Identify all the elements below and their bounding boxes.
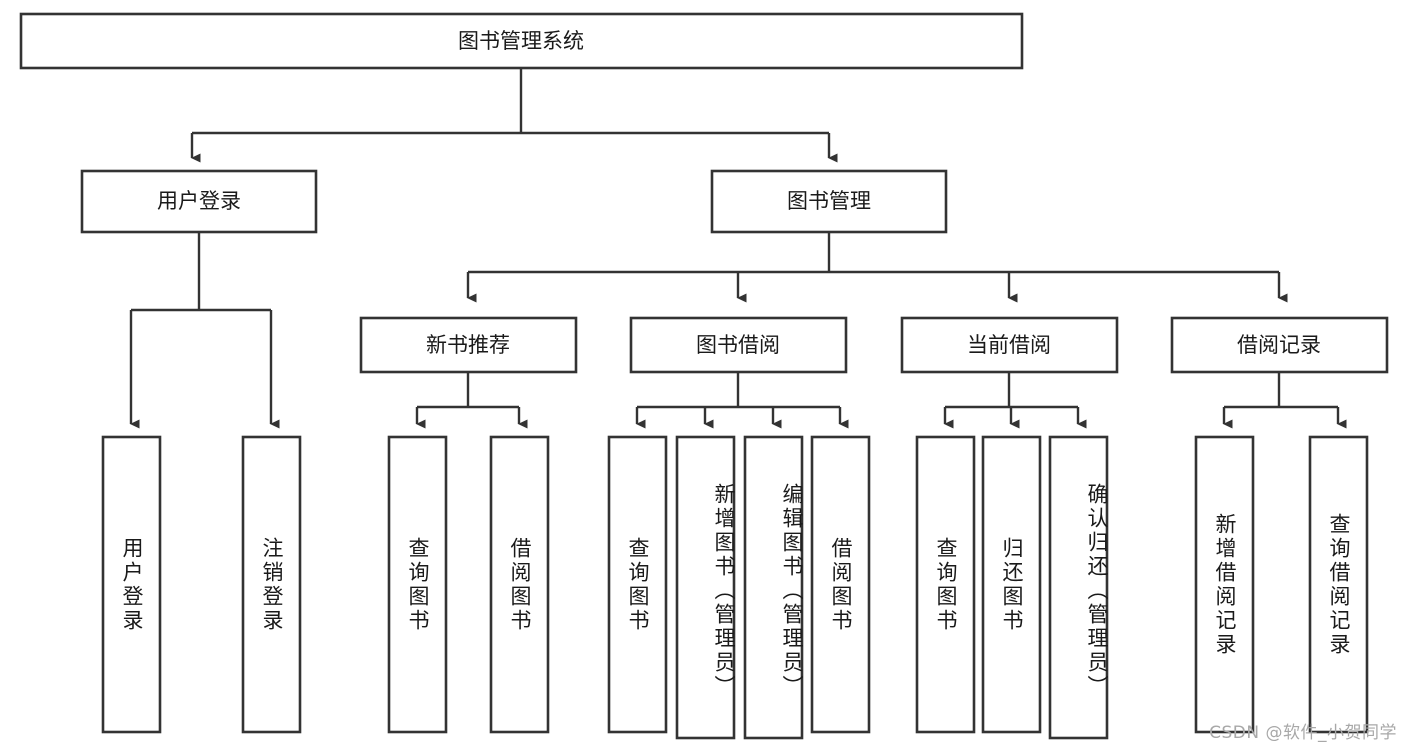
node-book-management-box[interactable]: [710, 169, 948, 234]
node-book-borrow-label: 图书借阅: [696, 333, 780, 357]
node-user-login-label: 用户登录: [157, 189, 241, 213]
node-borrow-record-label: 借阅记录: [1237, 333, 1321, 357]
node-root-label: 图书管理系统: [458, 29, 584, 53]
node-current-borrow-box[interactable]: [900, 316, 1119, 374]
leaf-box-new-book-0[interactable]: [387, 435, 448, 734]
node-user-login[interactable]: 用户登录: [80, 169, 318, 234]
leaf-box-new-book-1[interactable]: [489, 435, 550, 734]
leaf-box-book-borrow-2[interactable]: [743, 435, 804, 740]
node-book-borrow[interactable]: 图书借阅: [629, 316, 848, 374]
leaf-box-user-login-1[interactable]: [241, 435, 302, 734]
node-root-box[interactable]: [19, 12, 1024, 70]
leaf-box-book-borrow-0[interactable]: [607, 435, 668, 734]
node-current-borrow[interactable]: 当前借阅: [900, 316, 1119, 374]
leaf-box-current-borrow-1[interactable]: [981, 435, 1042, 734]
node-new-book-recommend-box[interactable]: [359, 316, 578, 374]
node-root[interactable]: 图书管理系统: [19, 12, 1024, 70]
leaf-box-borrow-record-0[interactable]: [1194, 435, 1255, 734]
node-borrow-record[interactable]: 借阅记录: [1170, 316, 1389, 374]
leaf-box-user-login-0[interactable]: [101, 435, 162, 734]
leaf-box-current-borrow-2[interactable]: [1048, 435, 1109, 740]
leaf-box-book-borrow-1[interactable]: [675, 435, 736, 740]
node-book-management-label: 图书管理: [787, 189, 871, 213]
leaf-box-borrow-record-1[interactable]: [1308, 435, 1369, 734]
node-new-book-recommend[interactable]: 新书推荐: [359, 316, 578, 374]
node-borrow-record-box[interactable]: [1170, 316, 1389, 374]
node-current-borrow-label: 当前借阅: [967, 333, 1051, 357]
node-new-book-recommend-label: 新书推荐: [426, 333, 510, 357]
node-book-borrow-box[interactable]: [629, 316, 848, 374]
leaf-box-book-borrow-3[interactable]: [810, 435, 871, 734]
leaf-box-current-borrow-0[interactable]: [915, 435, 976, 734]
csdn-watermark: CSDN @软件_小贺同学: [1209, 723, 1397, 743]
node-book-management[interactable]: 图书管理: [710, 169, 948, 234]
